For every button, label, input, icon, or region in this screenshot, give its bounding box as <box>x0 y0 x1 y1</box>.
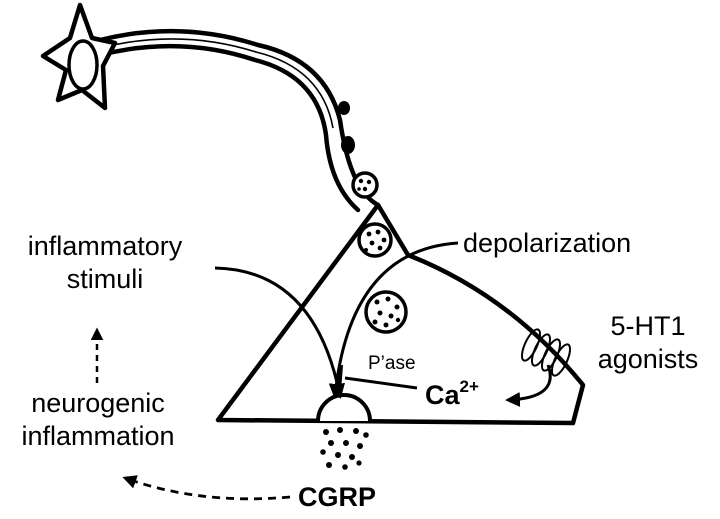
vesicle <box>351 171 379 199</box>
cell-body-outline <box>215 203 586 426</box>
axonal-particle <box>341 136 355 154</box>
depolarization-arrow <box>328 241 459 399</box>
agonist-arrow <box>505 364 552 408</box>
inflammatory-stimuli-label: inflammatory stimuli <box>2 233 208 293</box>
calcium-charge: 2+ <box>459 377 479 396</box>
5-ht1-receptor <box>520 328 572 377</box>
neurogenic-inflammation-label: neurogenic inflammation <box>0 390 196 450</box>
cgrp-label: CGRP <box>298 482 377 512</box>
phosphatase-label: P’ase <box>368 353 416 374</box>
vesicle <box>364 290 408 334</box>
soma-nucleus <box>67 39 99 91</box>
depolarization-label: depolarization <box>463 228 632 258</box>
axonal-particle <box>338 101 350 115</box>
inflammatory-stimuli-line-2: stimuli <box>66 264 144 294</box>
5-ht1-line: 5-HT1 <box>610 311 686 341</box>
inflammatory-stimuli-line-1: inflammatory <box>27 231 183 261</box>
calcium-label: Ca2+ <box>425 377 479 410</box>
vesicle <box>357 222 393 258</box>
cgrp-to-neurogenic-arrow <box>122 475 291 501</box>
inflammatory-stimuli-arrow <box>214 266 346 399</box>
release-site <box>316 393 372 422</box>
calcium-inhibition-line <box>344 376 418 390</box>
axon-outer <box>97 28 381 208</box>
axon-stripe <box>99 38 334 129</box>
axon-inner <box>97 43 361 213</box>
5-ht1-agonists-label: 5-HT1 agonists <box>578 313 718 373</box>
agonists-line: agonists <box>597 344 699 374</box>
calcium-symbol: Ca <box>425 380 460 410</box>
inflammation-line: inflammation <box>21 421 175 451</box>
released-cgrp-particles <box>320 427 369 470</box>
neurogenic-line: neurogenic <box>31 388 165 418</box>
calcium-inhibition-bar <box>337 364 343 393</box>
